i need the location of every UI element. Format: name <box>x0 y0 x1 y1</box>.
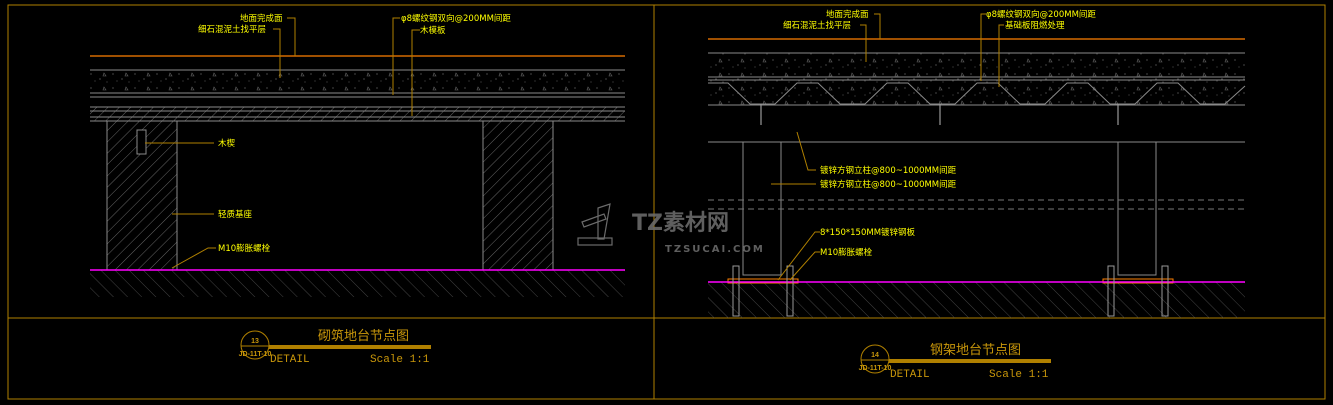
watermark-logo-icon <box>577 203 613 246</box>
label-anchor-bolt: M10膨胀螺栓 <box>820 247 873 258</box>
label-light-base: 轻质基座 <box>218 209 253 220</box>
label-screed: 细石混泥土找平层 <box>198 24 266 35</box>
watermark: TZ素材网 TZSUCAI.COM <box>577 203 765 255</box>
steel-plate-left <box>727 278 799 284</box>
detail-label: DETAIL <box>890 369 930 381</box>
bubble-number: 13 <box>251 338 259 345</box>
label-anchor-bolt: M10膨胀螺栓 <box>218 243 271 254</box>
right-labels: 地面完成面 细石混泥土找平层 φ8螺纹钢双向@200MM间距 基础板阻燃处理 镀… <box>783 9 1096 258</box>
left-title-block: 13 JD-11T-10 砌筑地台节点图 DETAIL Scale 1:1 <box>239 328 431 366</box>
label-steel-plate: 8*150*150MM镀锌钢板 <box>820 227 916 238</box>
label-wood-wedge: 木楔 <box>218 138 236 149</box>
detail-label: DETAIL <box>270 354 310 366</box>
label-screed: 细石混泥土找平层 <box>783 20 851 31</box>
bubble-number: 14 <box>871 352 879 359</box>
detail-title: 钢架地台节点图 <box>930 343 1021 358</box>
label-rebar: φ8螺纹钢双向@200MM间距 <box>401 13 511 24</box>
label-base-board: 基础板阻燃处理 <box>1005 20 1065 31</box>
right-title-block: 14 JD-11T-10 钢架地台节点图 DETAIL Scale 1:1 <box>859 343 1051 381</box>
label-formwork: 木模板 <box>420 25 446 36</box>
label-finish-surface: 地面完成面 <box>240 13 283 24</box>
bubble-ref: JD-11T-10 <box>239 351 272 358</box>
left-detail-drawing <box>90 17 625 297</box>
label-column-2: 镀锌方钢立柱@800~1000MM间距 <box>820 179 957 190</box>
watermark-brand: TZ素材网 <box>632 210 729 236</box>
scale-label: Scale 1:1 <box>989 369 1049 381</box>
detail-title: 砌筑地台节点图 <box>318 328 409 344</box>
label-column-1: 镀锌方钢立柱@800~1000MM间距 <box>820 165 957 176</box>
right-pedestal <box>482 120 554 271</box>
label-finish-surface: 地面完成面 <box>826 9 869 20</box>
label-rebar: φ8螺纹钢双向@200MM间距 <box>986 9 1096 20</box>
bubble-ref: JD-11T-10 <box>859 365 892 372</box>
left-labels: 地面完成面 细石混泥土找平层 φ8螺纹钢双向@200MM间距 木模板 木楔 轻质… <box>198 13 511 254</box>
watermark-url: TZSUCAI.COM <box>665 244 765 255</box>
right-detail-drawing <box>708 13 1246 318</box>
scale-label: Scale 1:1 <box>370 354 430 366</box>
wood-wedge <box>136 129 147 155</box>
steel-plate-right <box>1102 278 1174 284</box>
